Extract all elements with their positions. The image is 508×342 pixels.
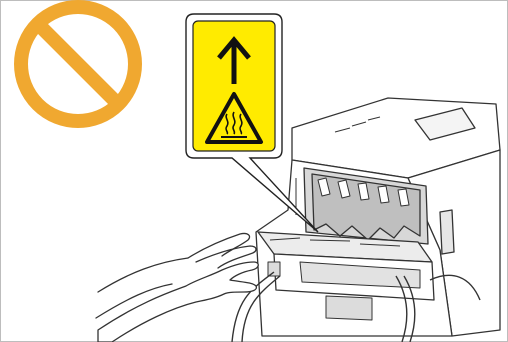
rear-connector [326, 296, 372, 320]
power-socket [268, 262, 280, 276]
printer-side-slot [440, 210, 454, 254]
